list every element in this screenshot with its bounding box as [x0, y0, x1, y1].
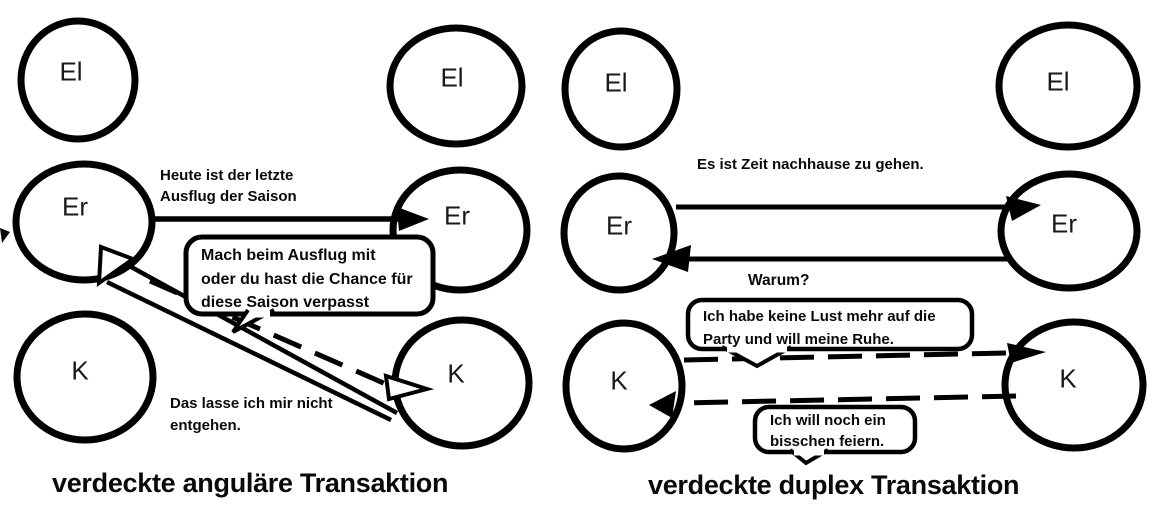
left-covert-open-arrowhead: [383, 373, 435, 402]
right-sender-child-circle: [562, 319, 686, 453]
text-line: entgehen.: [170, 417, 241, 434]
right-sender-child-label: K: [610, 365, 628, 396]
right-covert-stimulus-bubble: [685, 297, 975, 352]
right-sender-adult-label: Er: [606, 210, 632, 241]
text-line: Das lasse ich mir nicht: [170, 395, 333, 412]
left-sender-child-label: K: [71, 355, 89, 386]
text-line: Ich habe keine Lust mehr auf die: [703, 308, 936, 325]
left-receiver-parent-circle: [386, 24, 526, 148]
text-line: Party und will meine Ruhe.: [703, 331, 894, 348]
right-receiver-parent-circle: [995, 21, 1141, 151]
left-diagram-title: verdeckte anguläre Transaktion: [52, 468, 449, 498]
left-covert-bubble: [183, 234, 436, 317]
right-covert-response-dashed-line: [679, 393, 1017, 406]
right-covert-response-arrowhead: [649, 391, 676, 418]
text-line: bisschen feiern.: [770, 433, 885, 450]
left-receiver-child-label: K: [447, 358, 465, 389]
left-sender-parent-circle: [17, 17, 139, 143]
right-covert-response-bubble-text: Ich will noch ein bisschen feiern.: [770, 410, 886, 452]
left-sender-adult-label: Er: [62, 191, 88, 222]
left-social-stimulus-text: Heute ist der letzte Ausflug der Saison: [160, 165, 297, 207]
left-response-text: Das lasse ich mir nicht entgehen.: [170, 393, 333, 437]
right-social-response-text: Warum?: [748, 272, 810, 289]
left-receiver-parent-label: El: [440, 62, 464, 93]
left-covert-bubble-text: Mach beim Ausflug mit oder du hast die C…: [201, 244, 413, 315]
text-line: diese Saison verpasst: [201, 294, 370, 311]
right-covert-stimulus-bubble-text: Ich habe keine Lust mehr auf die Party u…: [703, 305, 936, 351]
stray-mark: [0, 228, 10, 243]
left-sender-adult-circle: [12, 160, 156, 284]
right-covert-stimulus-dashed-line: [683, 350, 1007, 363]
right-social-response-arrowhead: [652, 245, 691, 272]
right-receiver-adult-circle: [997, 170, 1141, 292]
right-social-stimulus-text: Es ist Zeit nachhause zu gehen.: [697, 156, 924, 173]
right-sender-parent-label: El: [604, 67, 628, 98]
left-response-open-arrowhead: [96, 244, 138, 288]
left-sender-child-circle: [13, 310, 157, 444]
right-sender-adult-circle: [560, 172, 678, 294]
text-line: oder du hast die Chance für: [201, 270, 413, 288]
right-receiver-adult-label: Er: [1051, 208, 1077, 239]
left-response-line-lower: [106, 279, 392, 423]
right-diagram-title: verdeckte duplex Transaktion: [648, 470, 1020, 500]
text-line: Mach beim Ausflug mit: [201, 247, 376, 264]
left-social-stimulus-arrowhead: [397, 207, 429, 231]
text-line: Heute ist der letzte: [160, 167, 294, 184]
text-line: Ausflug der Saison: [160, 188, 297, 205]
right-covert-response-bubble: [752, 404, 918, 455]
right-receiver-child-label: K: [1059, 363, 1077, 394]
text-line: Ich will noch ein: [770, 412, 886, 429]
left-sender-parent-label: El: [59, 56, 83, 87]
right-sender-parent-circle: [561, 27, 681, 151]
right-social-stimulus-arrowhead: [1006, 196, 1041, 221]
right-covert-stimulus-arrowhead: [1007, 343, 1046, 363]
left-receiver-adult-label: Er: [444, 200, 470, 231]
right-receiver-parent-label: El: [1046, 66, 1070, 97]
